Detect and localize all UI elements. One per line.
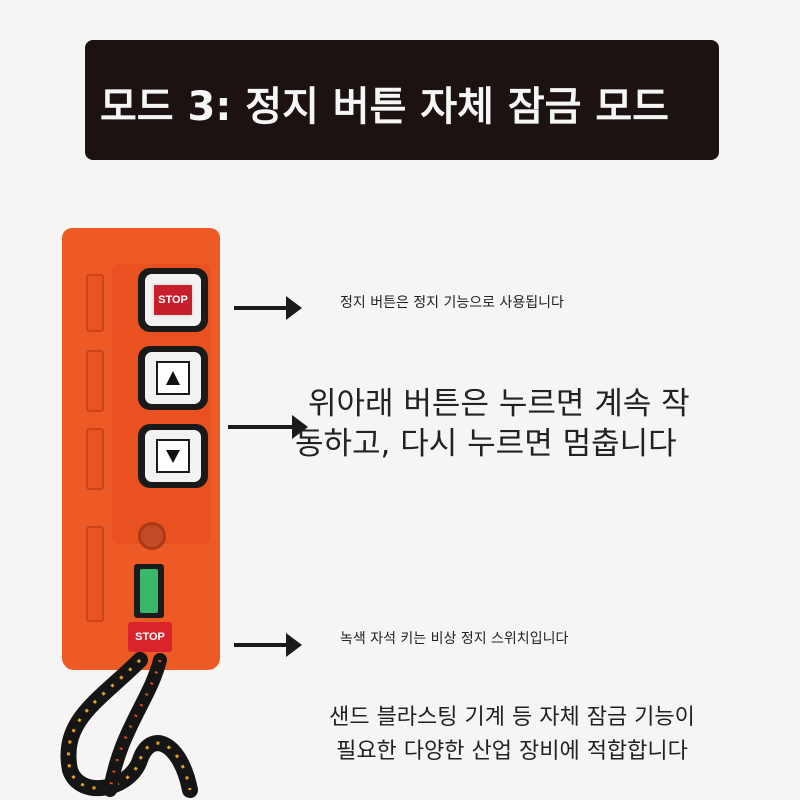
title-banner: 모드 3: 정지 버튼 자체 잠금 모드 <box>85 40 719 160</box>
side-slot <box>86 274 104 332</box>
callout-updown-line2: 동하고, 다시 누르면 멈춥니다 <box>295 426 677 462</box>
side-slot <box>86 350 104 412</box>
arrow-up-icon <box>156 361 190 395</box>
callout-key: 녹색 자석 키는 비상 정지 스위치입니다 <box>340 631 569 647</box>
arrow-key-callout <box>234 633 302 657</box>
callout-updown-line1: 위아래 버튼은 누르면 계속 작 <box>308 386 690 422</box>
arrow-stop-callout <box>234 296 302 320</box>
footer-line2: 필요한 다양한 산업 장비에 적합합니다 <box>336 739 688 764</box>
lanyard-cord <box>60 652 198 798</box>
arrow-down-icon <box>156 439 190 473</box>
callout-stop: 정지 버튼은 정지 기능으로 사용됩니다 <box>340 295 564 311</box>
down-button[interactable] <box>138 424 208 488</box>
stop-button[interactable]: STOP <box>138 268 208 332</box>
page-title: 모드 3: 정지 버튼 자체 잠금 모드 <box>100 84 669 130</box>
emergency-stop-button[interactable]: STOP <box>128 622 172 652</box>
side-slot <box>86 526 104 622</box>
remote-control: STOP STOP <box>62 228 220 670</box>
stop-button-label: STOP <box>152 283 194 317</box>
side-slot <box>86 428 104 490</box>
magnetic-key-icon <box>140 569 158 613</box>
key-switch[interactable] <box>134 564 164 618</box>
indicator-light <box>138 522 166 550</box>
arrow-updown-callout <box>228 415 308 439</box>
footer-line1: 샌드 블라스팅 기계 등 자체 잠금 기능이 <box>329 705 695 730</box>
up-button[interactable] <box>138 346 208 410</box>
